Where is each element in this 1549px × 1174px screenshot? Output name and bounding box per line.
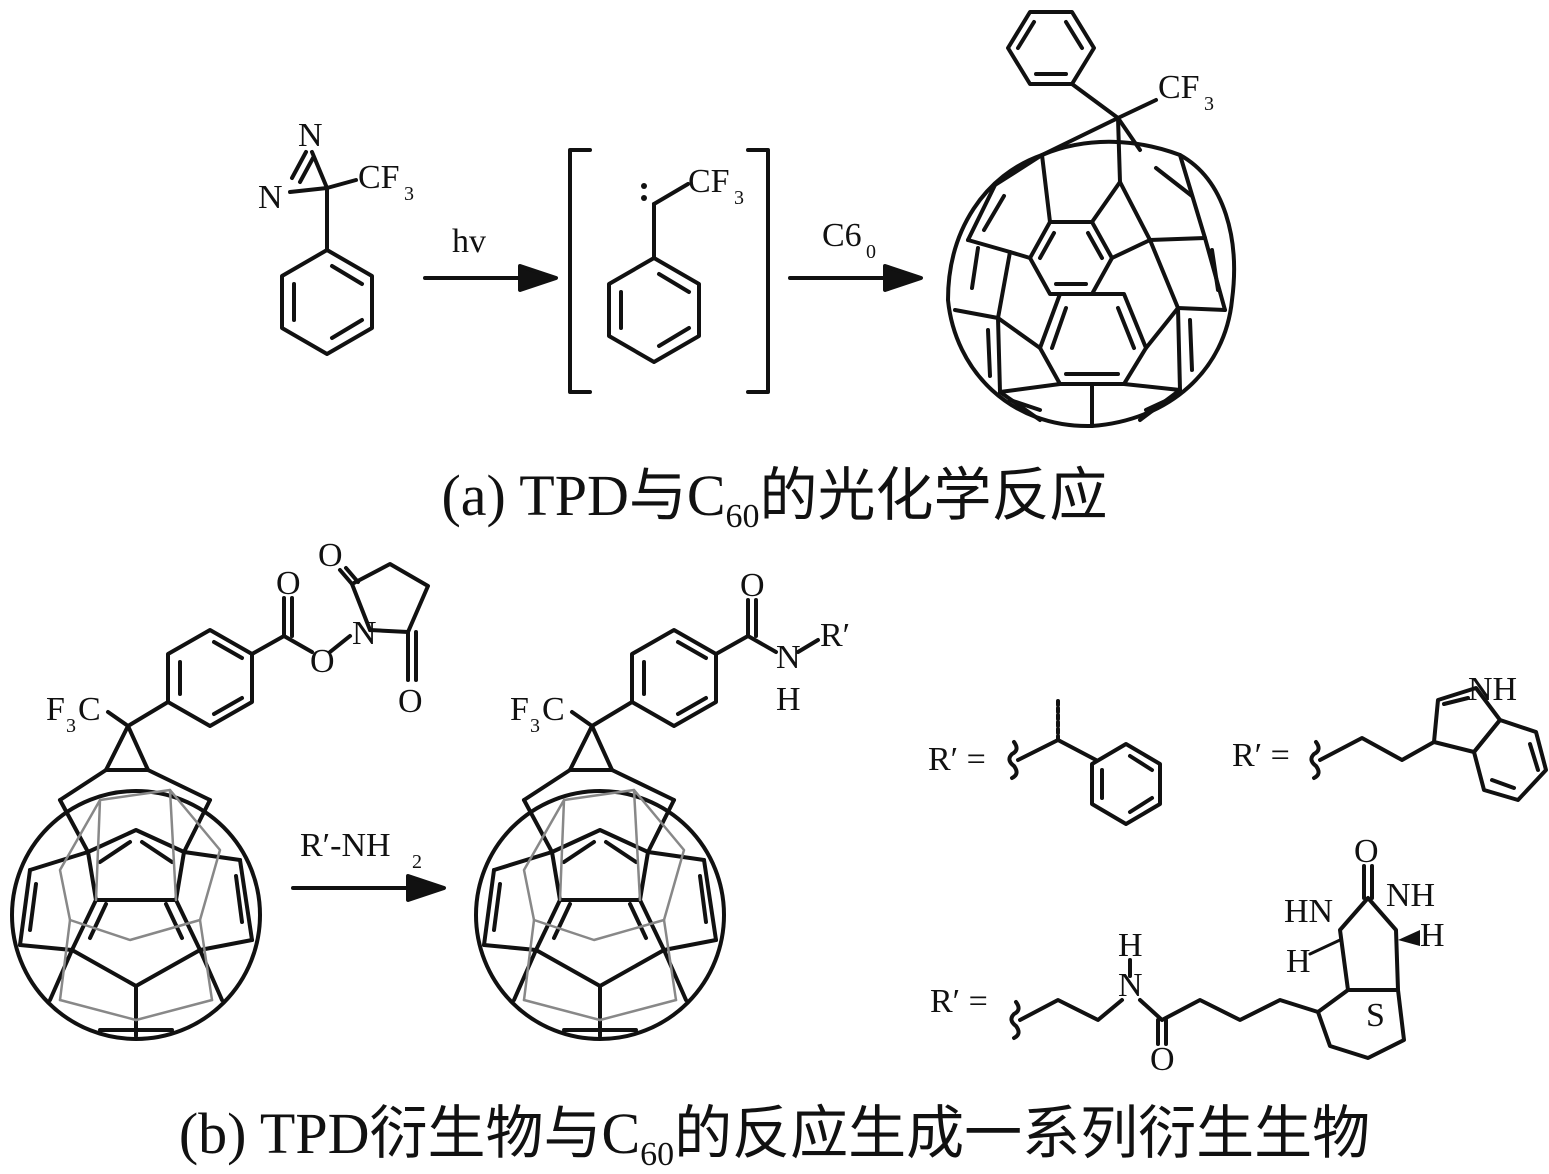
label-h-amide: H (776, 681, 801, 718)
fullerene-gray-back-right (522, 788, 686, 1022)
label-o-ester-carbonyl: O (276, 565, 301, 602)
caption-a-pre: (a) TPD与C (441, 463, 726, 528)
label-n-succinimide: N (352, 615, 377, 652)
caption-b-sub: 60 (640, 1136, 675, 1173)
label-arrow-rnh2: R′-NH (300, 827, 391, 864)
caption-a-post: 的光化学反应 (759, 463, 1108, 528)
label-cf-1: CF (358, 159, 400, 196)
label-o-amide-biotin: O (1150, 1041, 1175, 1078)
label-f3c-right-sub: 3 (530, 715, 540, 737)
label-hv: hv (452, 223, 486, 260)
label-n-amide: N (776, 639, 801, 676)
label-n-left: N (258, 179, 283, 216)
nhs-ester-fullerene (10, 562, 430, 1041)
label-sub3-1: 3 (404, 183, 414, 205)
label-c60-arrow-sub: 0 (866, 241, 876, 263)
carbene-intermediate (568, 148, 770, 394)
label-r-eq-2: R′ = (1232, 737, 1290, 774)
fullerene-gray-back-left (58, 788, 222, 1022)
amide-fullerene (474, 598, 820, 1041)
fullerene-product-a (946, 10, 1236, 429)
label-sub3-2: 3 (734, 187, 744, 209)
label-f3c-left-sub: 3 (66, 715, 76, 737)
label-f3c-left-f: F (46, 691, 65, 728)
label-o-succ-top: O (318, 537, 343, 574)
label-n-amide-biotin: N (1118, 967, 1143, 1004)
label-o-ester: O (310, 643, 335, 680)
label-sub3-3: 3 (1204, 93, 1214, 115)
label-cf-3: CF (1158, 69, 1200, 106)
label-hn-biotin: HN (1284, 893, 1333, 930)
label-nh-indole: NH (1468, 671, 1517, 708)
label-c60-arrow: C6 (822, 217, 862, 254)
arrow-c60 (788, 264, 923, 292)
label-o-succ-bottom: O (398, 683, 423, 720)
label-r-eq-1: R′ = (928, 741, 986, 778)
label-f3c-right-f: F (510, 691, 529, 728)
atom-labels: N N CF 3 hv CF 3 C6 0 CF 3 F 3 C O O N O… (46, 69, 1517, 1078)
caption-b-post: 的反应生成一系列衍生生物 (674, 1101, 1371, 1166)
label-f3c-left-c: C (78, 691, 101, 728)
label-h-biotin-left: H (1286, 943, 1311, 980)
label-r-eq-3: R′ = (930, 983, 988, 1020)
label-arrow-rnh2-sub: 2 (412, 851, 422, 873)
r-group-biotinyl (1009, 864, 1420, 1060)
arrow-hv (423, 264, 558, 292)
label-h-amide-biotin: H (1118, 927, 1143, 964)
label-r-prime-amide: R′ (820, 617, 850, 654)
label-n-top: N (298, 117, 323, 154)
label-cf-2: CF (688, 163, 730, 200)
label-o-urea: O (1354, 833, 1379, 870)
caption-b-pre: (b) TPD衍生物与C (178, 1101, 641, 1166)
caption-a-sub: 60 (725, 498, 760, 535)
label-s-biotin: S (1366, 997, 1385, 1034)
label-h-biotin-right: H (1420, 917, 1445, 954)
label-nh-biotin: NH (1386, 877, 1435, 914)
caption-b: (b) TPD衍生物与C60的反应生成一系列衍生生物 (0, 1086, 1549, 1174)
label-o-amide: O (740, 567, 765, 604)
diazirine-molecule (280, 150, 374, 356)
r-group-phenylethyl (1007, 696, 1162, 826)
label-f3c-right-c: C (542, 691, 565, 728)
caption-a: (a) TPD与C60的光化学反应 (0, 448, 1549, 536)
arrow-r-nh2 (291, 874, 446, 902)
r-group-indolylethyl (1309, 686, 1548, 802)
